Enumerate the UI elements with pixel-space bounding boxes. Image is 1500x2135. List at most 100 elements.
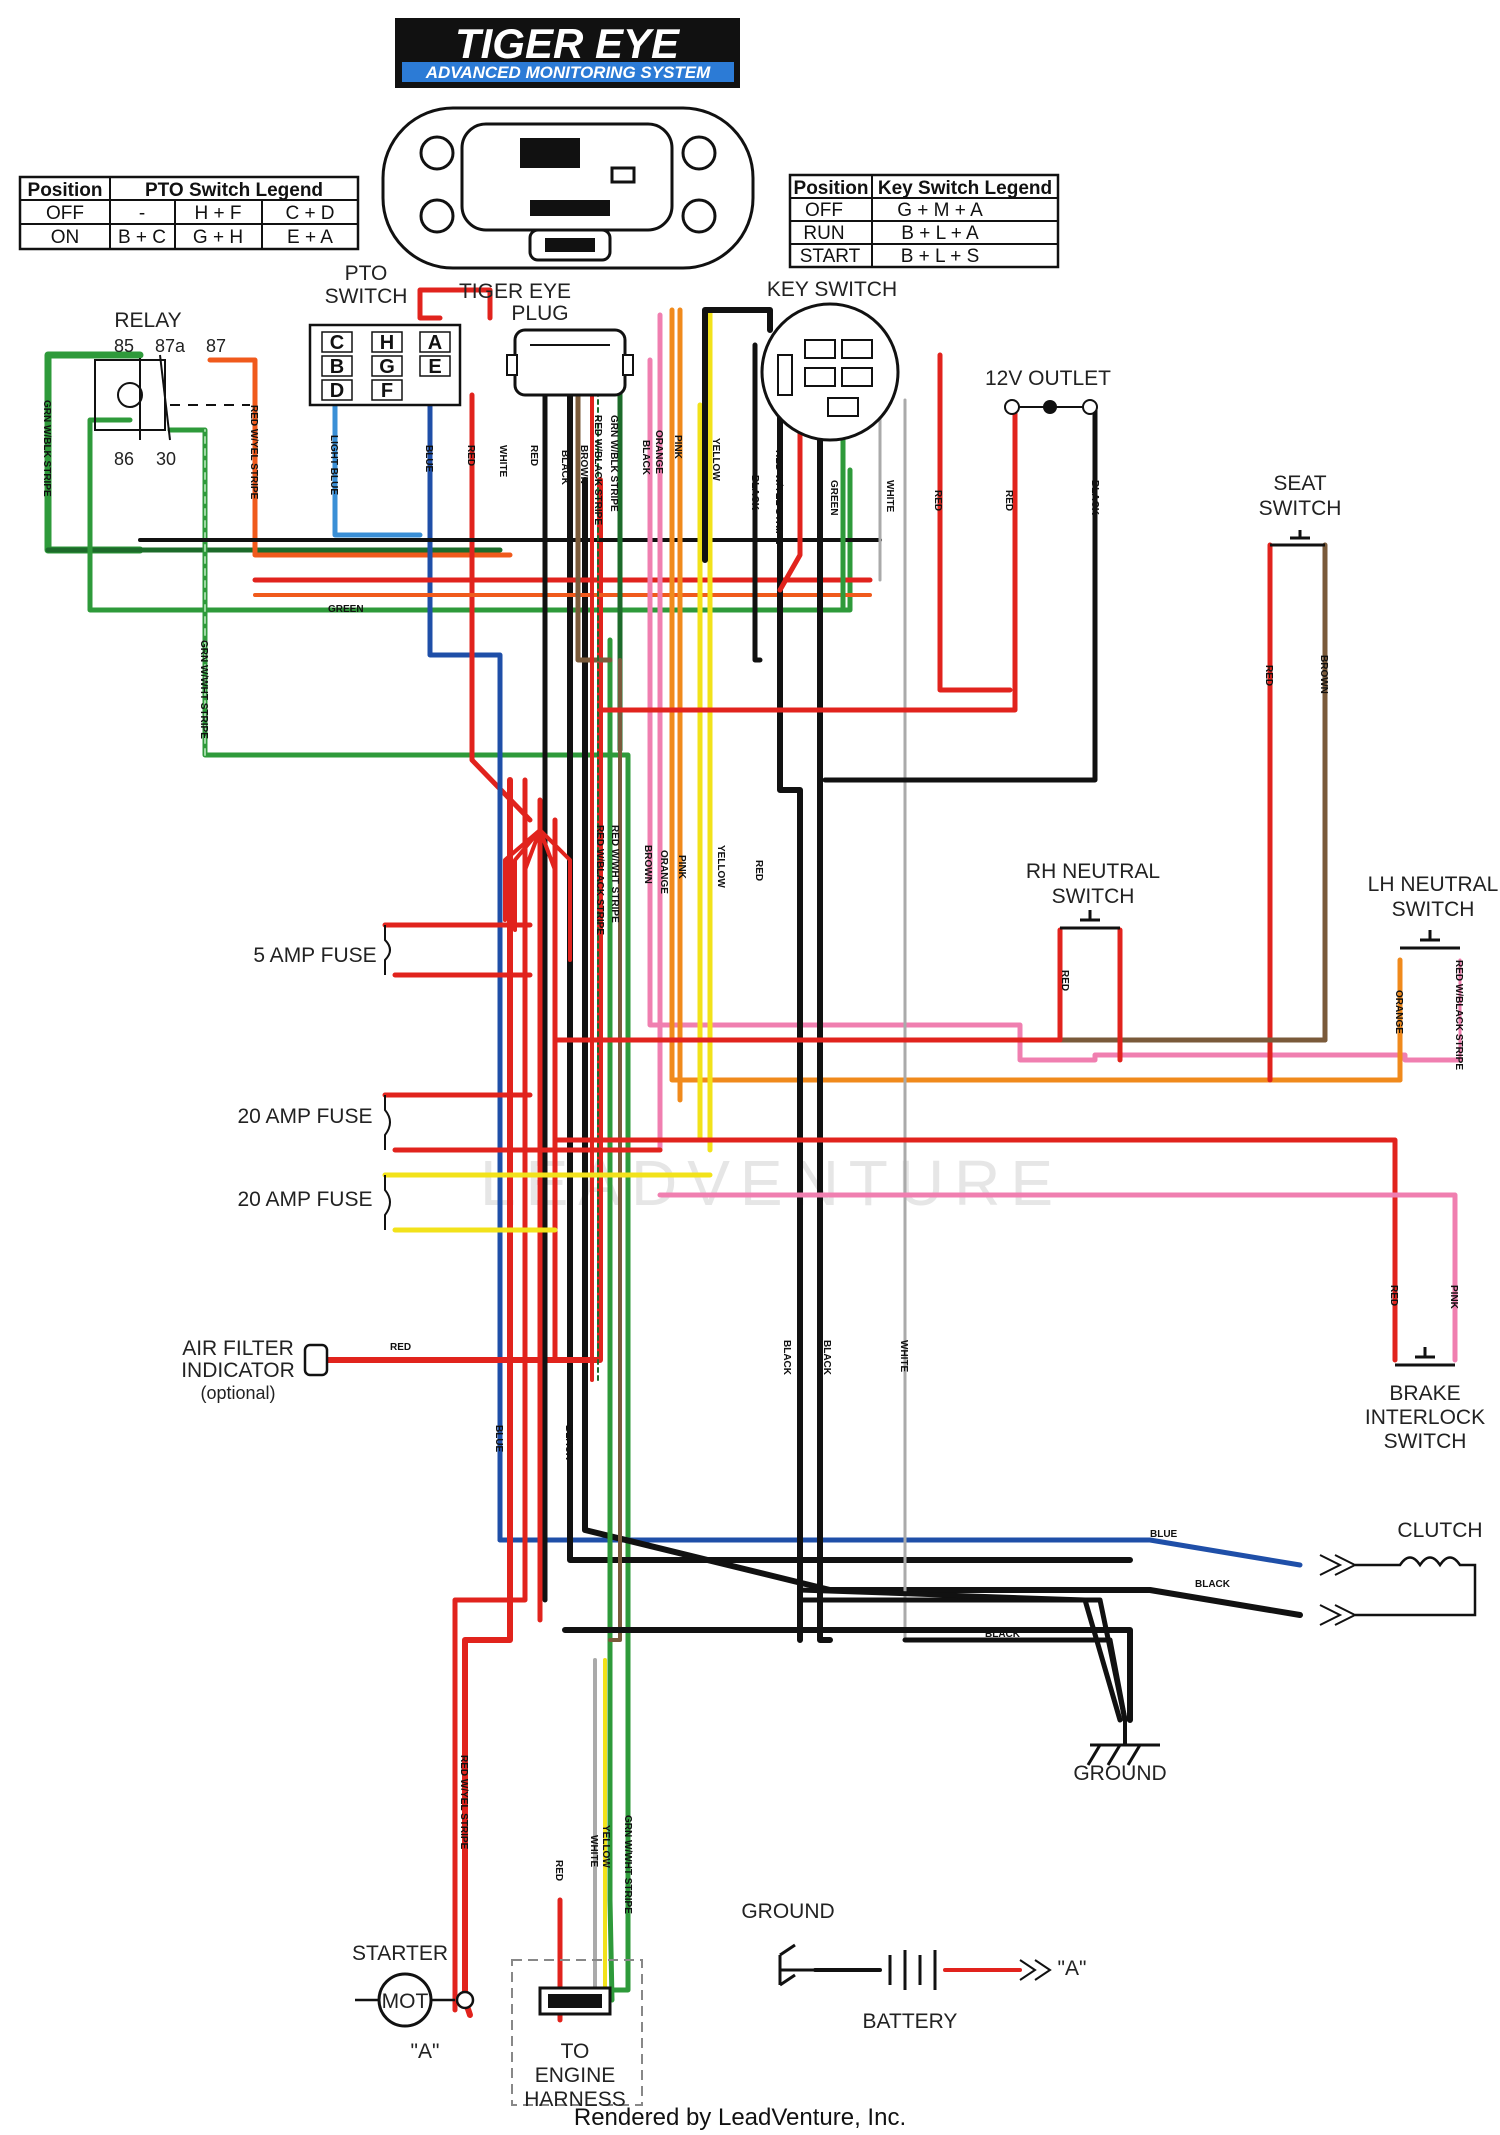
wire-label: BLACK [559,450,570,486]
wire-label: BLACK [749,475,760,511]
wire-label: BLUE [423,445,434,473]
wire-label: PINK [1448,1285,1459,1310]
wire-label: YELLOW [715,845,726,888]
rh-neutral-label-line2: SWITCH [1052,885,1135,908]
pto-pin: E [428,356,441,378]
wire-label: GRN W/BLK STRIPE [608,415,619,512]
pto-row-cell: B + C [118,227,166,248]
wire-label: PINK [672,435,683,460]
relay-pin-30: 30 [156,449,176,469]
wire-label: BROWN [642,845,653,884]
fuse-20b-label: 20 AMP FUSE [237,1188,372,1211]
brake-label-line2: INTERLOCK [1365,1406,1485,1429]
key-col-position: Position [794,178,869,199]
wire-label: BLACK [781,1340,792,1376]
brake-label-line1: BRAKE [1389,1382,1460,1405]
outlet-label: 12V OUTLET [985,367,1111,390]
wire-label: RED [528,445,539,466]
brand-title: TIGER EYE [455,20,681,67]
fuses: 5 AMP FUSE 20 AMP FUSE 20 AMP FUSE [237,925,391,1230]
rh-neutral-label-line1: RH NEUTRAL [1026,860,1160,883]
engine-harness-line2: ENGINE [535,2064,616,2087]
pto-pin: A [428,332,442,354]
starter-mot-label: MOT [382,1990,429,2013]
wire-label: RED W/YEL STRIPE [773,450,784,545]
pto-row-cell: C + D [285,203,334,224]
pto-row-cell: H + F [195,203,242,224]
seat-switch: SEAT SWITCH [1259,472,1342,547]
fuse-20a-label: 20 AMP FUSE [237,1105,372,1128]
wire-label: WHITE [884,480,895,513]
wire-label: BLUE [1150,1529,1178,1540]
pto-switch-label-line1: PTO [345,262,388,285]
relay-pin-87: 87 [206,336,226,356]
lh-neutral-switch: LH NEUTRAL SWITCH [1368,873,1499,950]
wire-label: BLACK [563,1425,574,1461]
wire-label: BLACK [1195,1579,1231,1590]
key-switch-legend: Position Key Switch Legend OFF G + M + A… [788,173,1060,269]
wire-label: RED W/YEL STRIPE [458,1755,469,1850]
wire-label: BLUE [493,1425,504,1453]
pto-row-cell: E + A [287,227,333,248]
wire-label: RED [932,490,943,511]
air-filter-label-line1: AIR FILTER [182,1337,294,1360]
wire-label: BROWN [578,445,589,484]
footer-credit: Rendered by LeadVenture, Inc. [574,2104,906,2131]
air-filter-label-line3: (optional) [200,1383,275,1403]
brake-interlock-switch: BRAKE INTERLOCK SWITCH [1365,1347,1485,1453]
pto-pin: C [330,332,344,354]
pto-row-cell: OFF [46,203,84,224]
wire-label: RED W/BLACK STRIPE [594,825,605,935]
brand-subtitle: ADVANCED MONITORING SYSTEM [425,63,711,82]
wire-label: WHITE [588,1835,599,1868]
plug-label-line1: TIGER EYE [459,280,571,303]
battery-label: BATTERY [863,2010,958,2033]
wire-label: BLACK [640,440,651,476]
wire-label: RED [465,445,476,466]
ground2-label: GROUND [741,1900,834,1923]
key-switch: KEY SWITCH [760,278,900,442]
battery: GROUND "A" BATTERY [741,1900,1086,2033]
wire-label: RED [753,860,764,881]
wire-label: BLACK [1089,480,1100,516]
wire-label: BLACK [985,1629,1021,1640]
air-filter-label-line2: INDICATOR [181,1359,295,1382]
wire-label: YELLOW [710,438,721,481]
tiger-eye-logo: TIGER EYE ADVANCED MONITORING SYSTEM [395,18,740,88]
clutch: CLUTCH [1319,1519,1483,1626]
wire-label: GREEN [828,480,839,516]
wire-label: BROWN [1318,655,1329,694]
brake-label-line3: SWITCH [1384,1430,1467,1453]
pto-col-position: Position [28,180,103,201]
key-row-cell: B + L + A [901,223,979,244]
wire-label: ORANGE [658,850,669,894]
ground-symbol: GROUND [1073,1720,1167,1785]
tiger-eye-plug: TIGER EYE PLUG [459,280,634,397]
engine-harness-line3: HARNESS [524,2088,626,2111]
pto-switch-label-line2: SWITCH [325,285,408,308]
wire-label: RED W/WHT STRIPE [609,825,620,923]
pto-switch-legend: Position PTO Switch Legend OFF - H + F C… [18,175,360,251]
seat-switch-label-line2: SWITCH [1259,497,1342,520]
pto-row-cell: - [139,203,145,224]
fuse-5-label: 5 AMP FUSE [253,944,376,967]
wire-label: PINK [676,855,687,880]
watermark: LEADVENTURE [480,1147,1063,1219]
key-row-cell: G + M + A [897,200,983,221]
wire-label: RED [1263,665,1274,686]
wire-label: YELLOW [600,1825,611,1868]
wire-label: GRN W/BLK STRIPE [41,400,52,497]
pto-switch: PTO SWITCH C H A B G E D F [308,262,462,407]
key-switch-label: KEY SWITCH [767,278,897,301]
pto-pin: F [381,380,393,402]
key-col-legend: Key Switch Legend [878,178,1052,199]
relay-pin-85: 85 [114,336,134,356]
wire-label: WHITE [497,445,508,478]
wire-label: GRN W/WHT STRIPE [622,1815,633,1914]
relay-label: RELAY [114,309,181,332]
wire-label: RED W/YEL STRIPE [248,405,259,500]
pto-pin: G [379,356,395,378]
lh-neutral-label-line1: LH NEUTRAL [1368,873,1499,896]
key-row-cell: B + L + S [901,246,980,267]
